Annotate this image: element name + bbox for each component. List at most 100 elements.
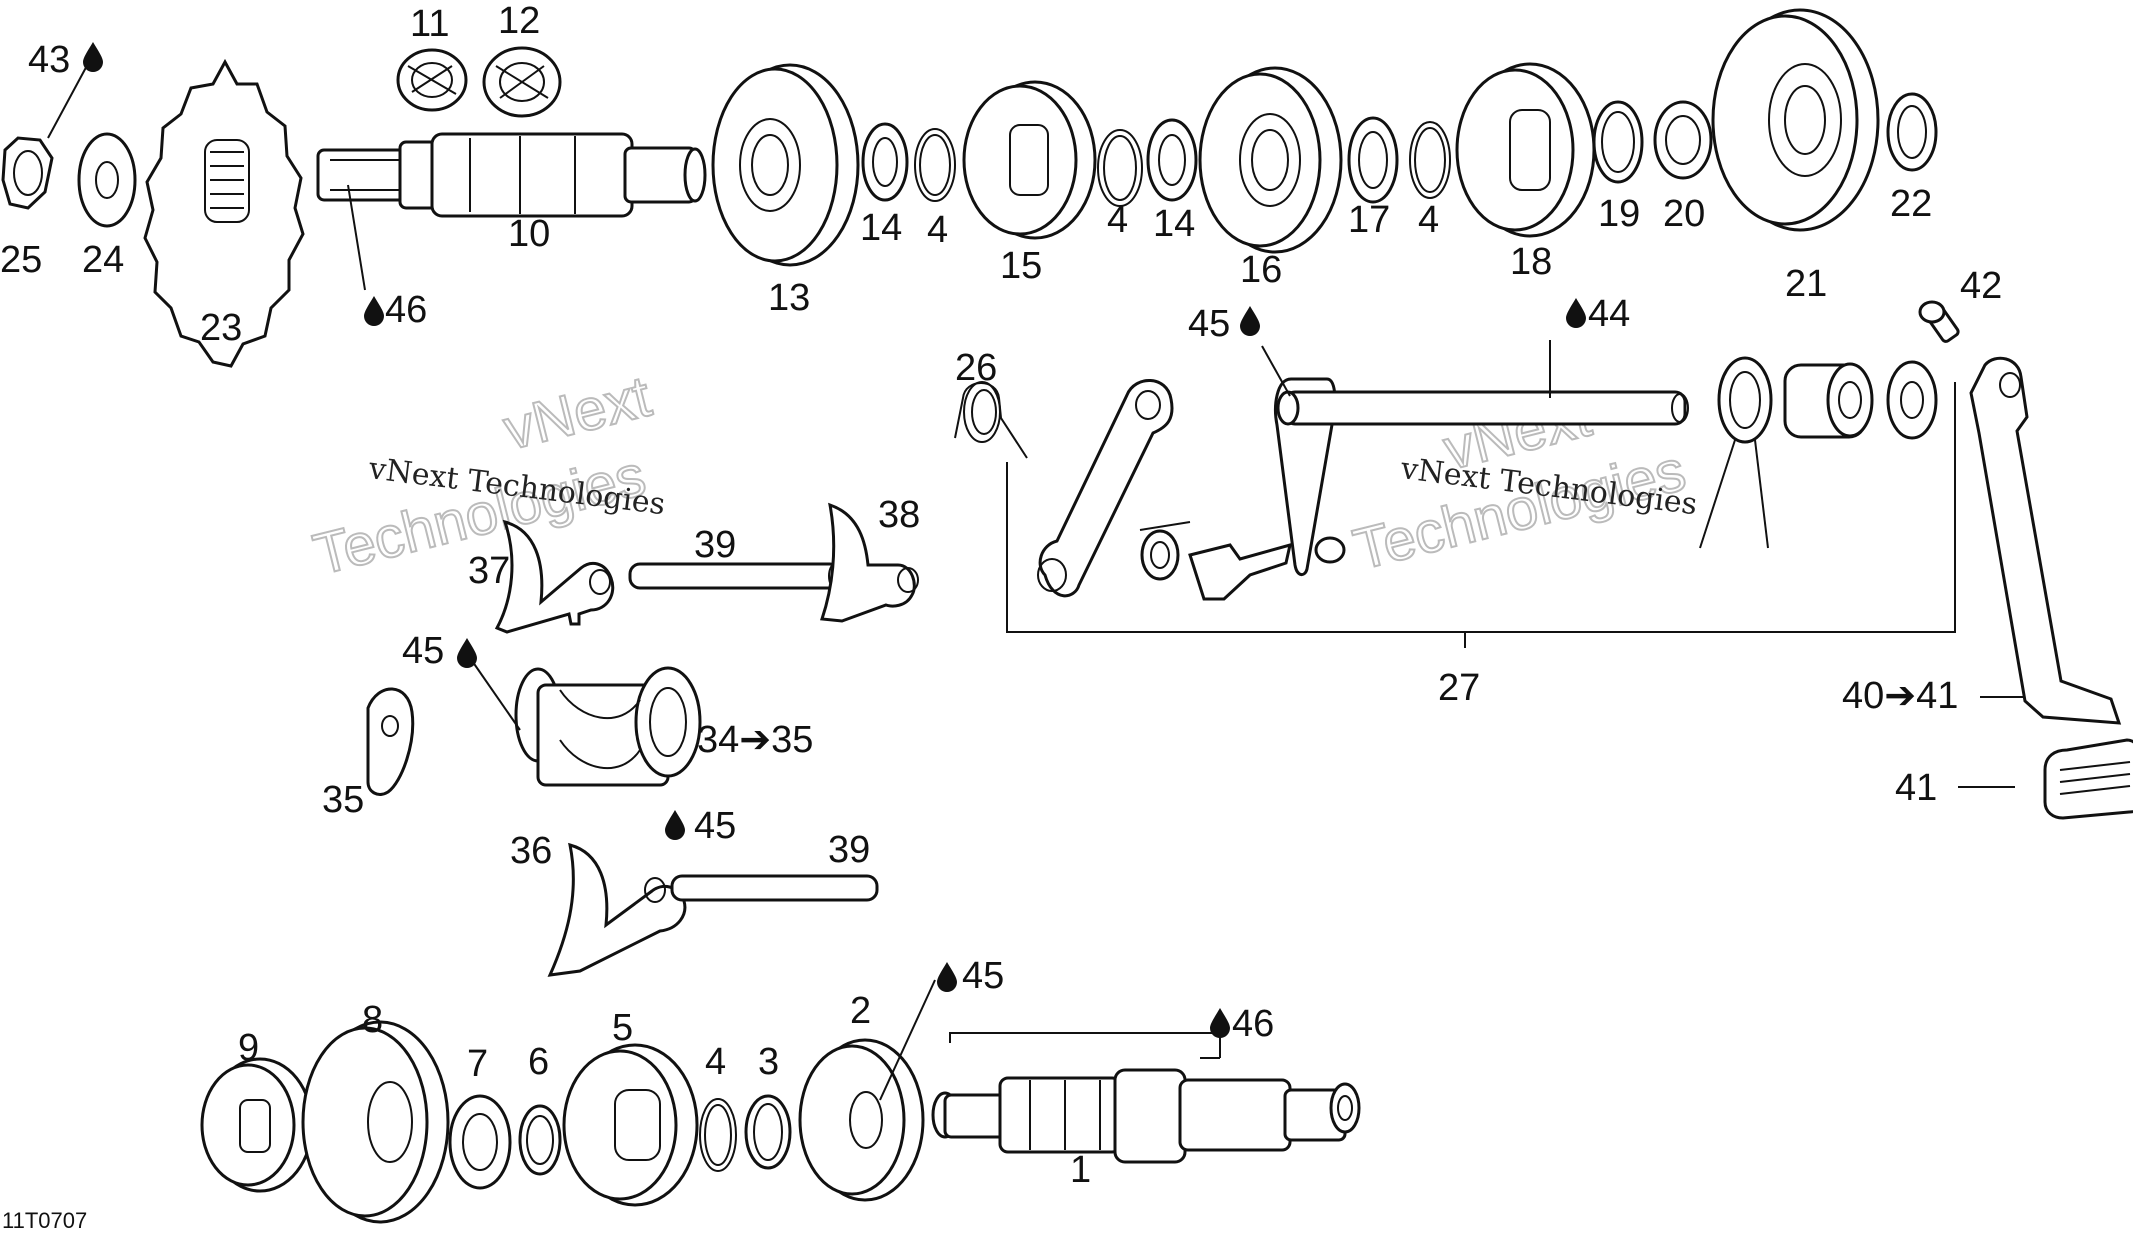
label-1: 1: [1070, 1149, 1091, 1191]
washer-right: [1886, 360, 1938, 440]
oil-drop-icon-46b: [1210, 1008, 1230, 1038]
label-42: 42: [1960, 265, 2002, 307]
label-27: 27: [1438, 667, 1480, 709]
label-16: 16: [1240, 249, 1282, 291]
label-12: 12: [498, 0, 540, 42]
return-spring: [1699, 356, 1773, 549]
label-45a: 45: [1188, 303, 1230, 345]
label-44: 44: [1588, 293, 1630, 335]
washer-19: [1592, 100, 1644, 184]
label-7: 7: [467, 1043, 488, 1085]
circlip-4b: [1097, 129, 1143, 207]
washer-6: [518, 1104, 562, 1176]
label-36: 36: [510, 830, 552, 872]
label-20: 20: [1663, 193, 1705, 235]
label-45c: 45: [694, 805, 736, 847]
label-39a: 39: [694, 524, 736, 566]
gear-9: [200, 1057, 314, 1193]
shift-fork-37: [494, 519, 615, 634]
shift-fork-38: [819, 502, 919, 623]
gear-8: [301, 1020, 450, 1224]
sprocket-23: [143, 58, 305, 368]
label-3: 3: [758, 1041, 779, 1083]
label-37: 37: [468, 550, 510, 592]
oil-drop-icon-46a: [364, 296, 384, 326]
label-5: 5: [612, 1007, 633, 1049]
label-13: 13: [768, 277, 810, 319]
spline-washer-14a: [861, 122, 909, 202]
shift-drum: [514, 666, 702, 787]
pawl-spring: [1139, 521, 1191, 581]
gear-18: [1455, 62, 1596, 238]
label-22: 22: [1890, 183, 1932, 225]
fork-shaft-39b: [670, 874, 879, 902]
bracket-27: [1006, 382, 1956, 648]
label-18: 18: [1510, 241, 1552, 283]
label-21: 21: [1785, 263, 1827, 305]
catalog-code: 11T0707: [2, 1208, 87, 1233]
oil-drop-icon-45d: [937, 962, 957, 992]
selector-shaft: [1274, 377, 1689, 576]
label-46a: 46: [385, 289, 427, 331]
label-35: 35: [322, 779, 364, 821]
label-8: 8: [362, 999, 383, 1041]
bushing: [1783, 362, 1874, 439]
gear-5: [562, 1043, 699, 1207]
nut-25: [1, 136, 54, 210]
spline-washer-17: [1347, 116, 1399, 204]
label-2: 2: [850, 990, 871, 1032]
label-26: 26: [955, 347, 997, 389]
label-9: 9: [238, 1027, 259, 1069]
needle-bearing-11: [396, 48, 468, 112]
pedal-rubber-41: [2043, 738, 2133, 820]
oil-drop-icon-45b: [457, 638, 477, 668]
label-6: 6: [528, 1041, 549, 1083]
cam-plate-35: [366, 687, 415, 796]
needle-bearing-20: [1653, 100, 1713, 180]
output-shaft-10: [316, 132, 707, 218]
oil-drop-icon-45c: [665, 810, 685, 840]
needle-bearing-12: [482, 46, 562, 118]
spring-26: [954, 381, 1028, 459]
label-38: 38: [878, 494, 920, 536]
oil-drop-icon-44: [1566, 298, 1586, 328]
label-15: 15: [1000, 245, 1042, 287]
shift-pawl: [1188, 542, 1293, 601]
label-10: 10: [508, 213, 550, 255]
washer-24: [77, 132, 137, 228]
label-4b: 4: [1107, 199, 1128, 241]
circlip-4d: [699, 1098, 737, 1172]
fork-shaft-39a: [628, 562, 842, 590]
label-14a: 14: [860, 207, 902, 249]
label-4d: 4: [705, 1041, 726, 1083]
label-46b: 46: [1232, 1003, 1274, 1045]
label-11: 11: [410, 3, 449, 45]
leader-lines: [47, 59, 2025, 1101]
label-45d: 45: [962, 955, 1004, 997]
bolt-42: [1918, 300, 1960, 343]
label-40-41: 40➔41: [1842, 675, 1958, 717]
gear-21: [1711, 8, 1880, 232]
needle-bearing-7: [448, 1094, 512, 1190]
gear-15: [962, 80, 1097, 240]
gear-16: [1198, 66, 1343, 254]
washer-3: [744, 1094, 792, 1170]
callout-labels: 43 25 24 23 46 11 12 10 13 14 4 15 4 14 …: [0, 0, 2002, 1233]
label-43: 43: [28, 39, 70, 81]
label-34-35: 34➔35: [697, 719, 813, 761]
label-24: 24: [82, 239, 124, 281]
circlip-4c: [1409, 121, 1451, 199]
label-39b: 39: [828, 829, 870, 871]
label-4a: 4: [927, 209, 948, 251]
oil-drop-icon-45a: [1240, 306, 1260, 336]
shift-arm: [1037, 379, 1174, 598]
oil-drop-icon-43: [83, 42, 103, 72]
label-25: 25: [0, 239, 42, 281]
label-45b: 45: [402, 630, 444, 672]
washer-22: [1886, 92, 1938, 172]
spline-washer-14b: [1146, 118, 1198, 202]
input-shaft-1: [931, 1068, 1361, 1164]
label-41: 41: [1895, 767, 1937, 809]
label-4c: 4: [1418, 199, 1439, 241]
circlip-4a: [914, 128, 956, 202]
